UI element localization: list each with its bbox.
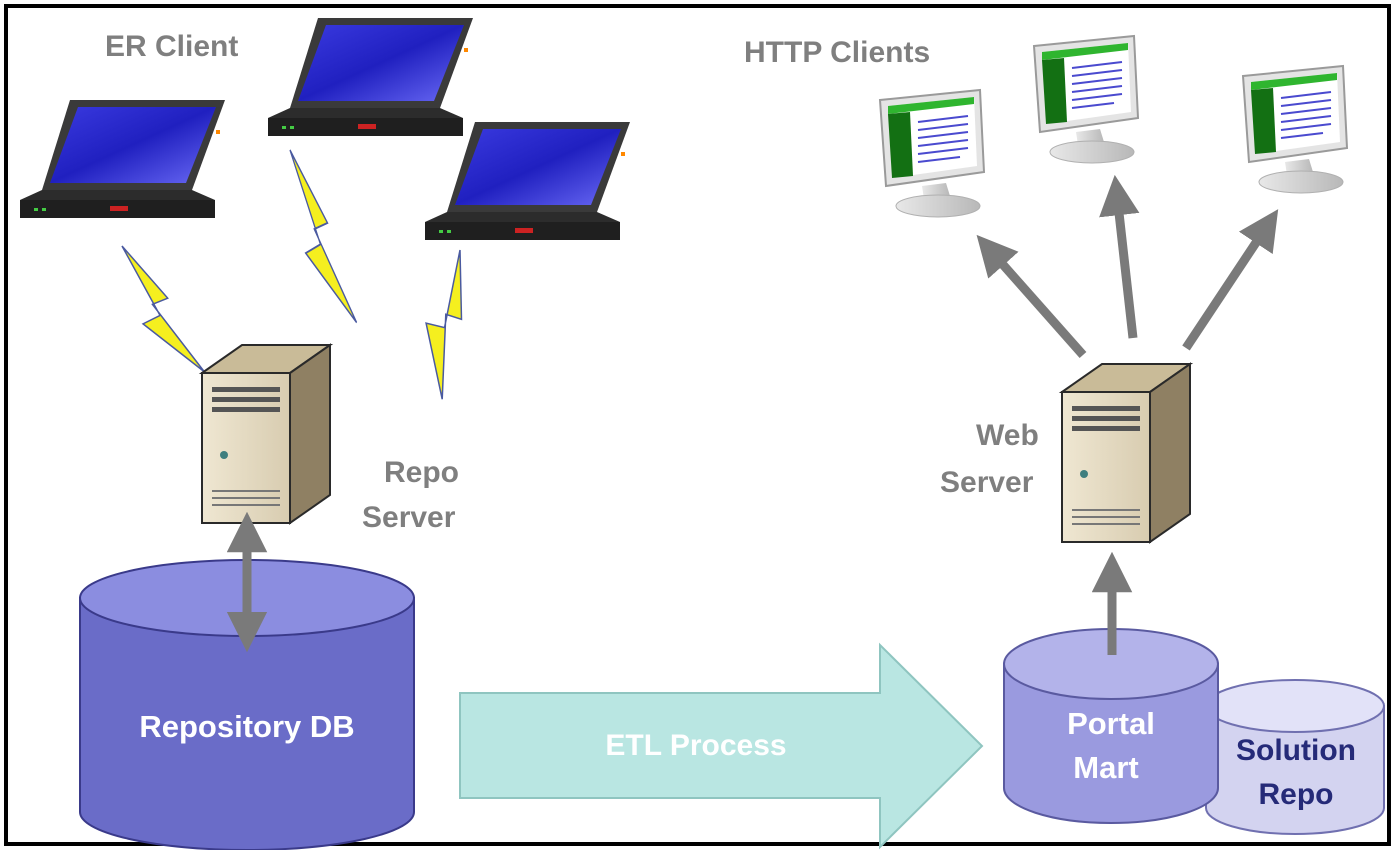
repo-server-tower-icon xyxy=(201,344,331,524)
laptop-icon xyxy=(20,100,225,218)
repo-server-label-line1: Repo xyxy=(384,456,459,489)
monitor-icon xyxy=(1033,35,1139,164)
portal-mart-label-line2: Mart xyxy=(1073,750,1138,785)
web-server-client-connector xyxy=(976,234,1087,358)
monitor-icon xyxy=(879,89,985,218)
lightning-bolt-icon xyxy=(289,145,358,328)
http-clients-label: HTTP Clients xyxy=(744,36,930,69)
lightning-bolt-icon xyxy=(121,236,206,382)
etl-arrow xyxy=(459,642,984,850)
repo-server-label-line2: Server xyxy=(362,501,456,534)
er-client-label: ER Client xyxy=(105,30,238,63)
laptop-icon xyxy=(268,18,473,136)
monitor-icon xyxy=(1242,65,1348,194)
lightning-bolt-icon xyxy=(387,249,516,400)
solution-repo-cylinder xyxy=(1205,679,1385,835)
web-server-client-connector xyxy=(1099,174,1140,339)
etl-process-label: ETL Process xyxy=(605,729,786,762)
solution-repo-label-line2: Repo xyxy=(1259,778,1334,811)
repository-db-label: Repository DB xyxy=(139,709,354,744)
diagram-frame xyxy=(4,4,1391,846)
solution-repo-label-line1: Solution xyxy=(1236,734,1356,767)
portal-mart-cylinder xyxy=(1003,628,1219,824)
web-server-label-line2: Server xyxy=(940,466,1034,499)
web-server-label-line1: Web xyxy=(976,419,1039,452)
laptop-icon xyxy=(425,122,630,240)
web-server-client-connector xyxy=(1182,209,1279,351)
web-server-tower-icon xyxy=(1061,363,1191,543)
portal-mart-label-line1: Portal xyxy=(1067,706,1155,741)
